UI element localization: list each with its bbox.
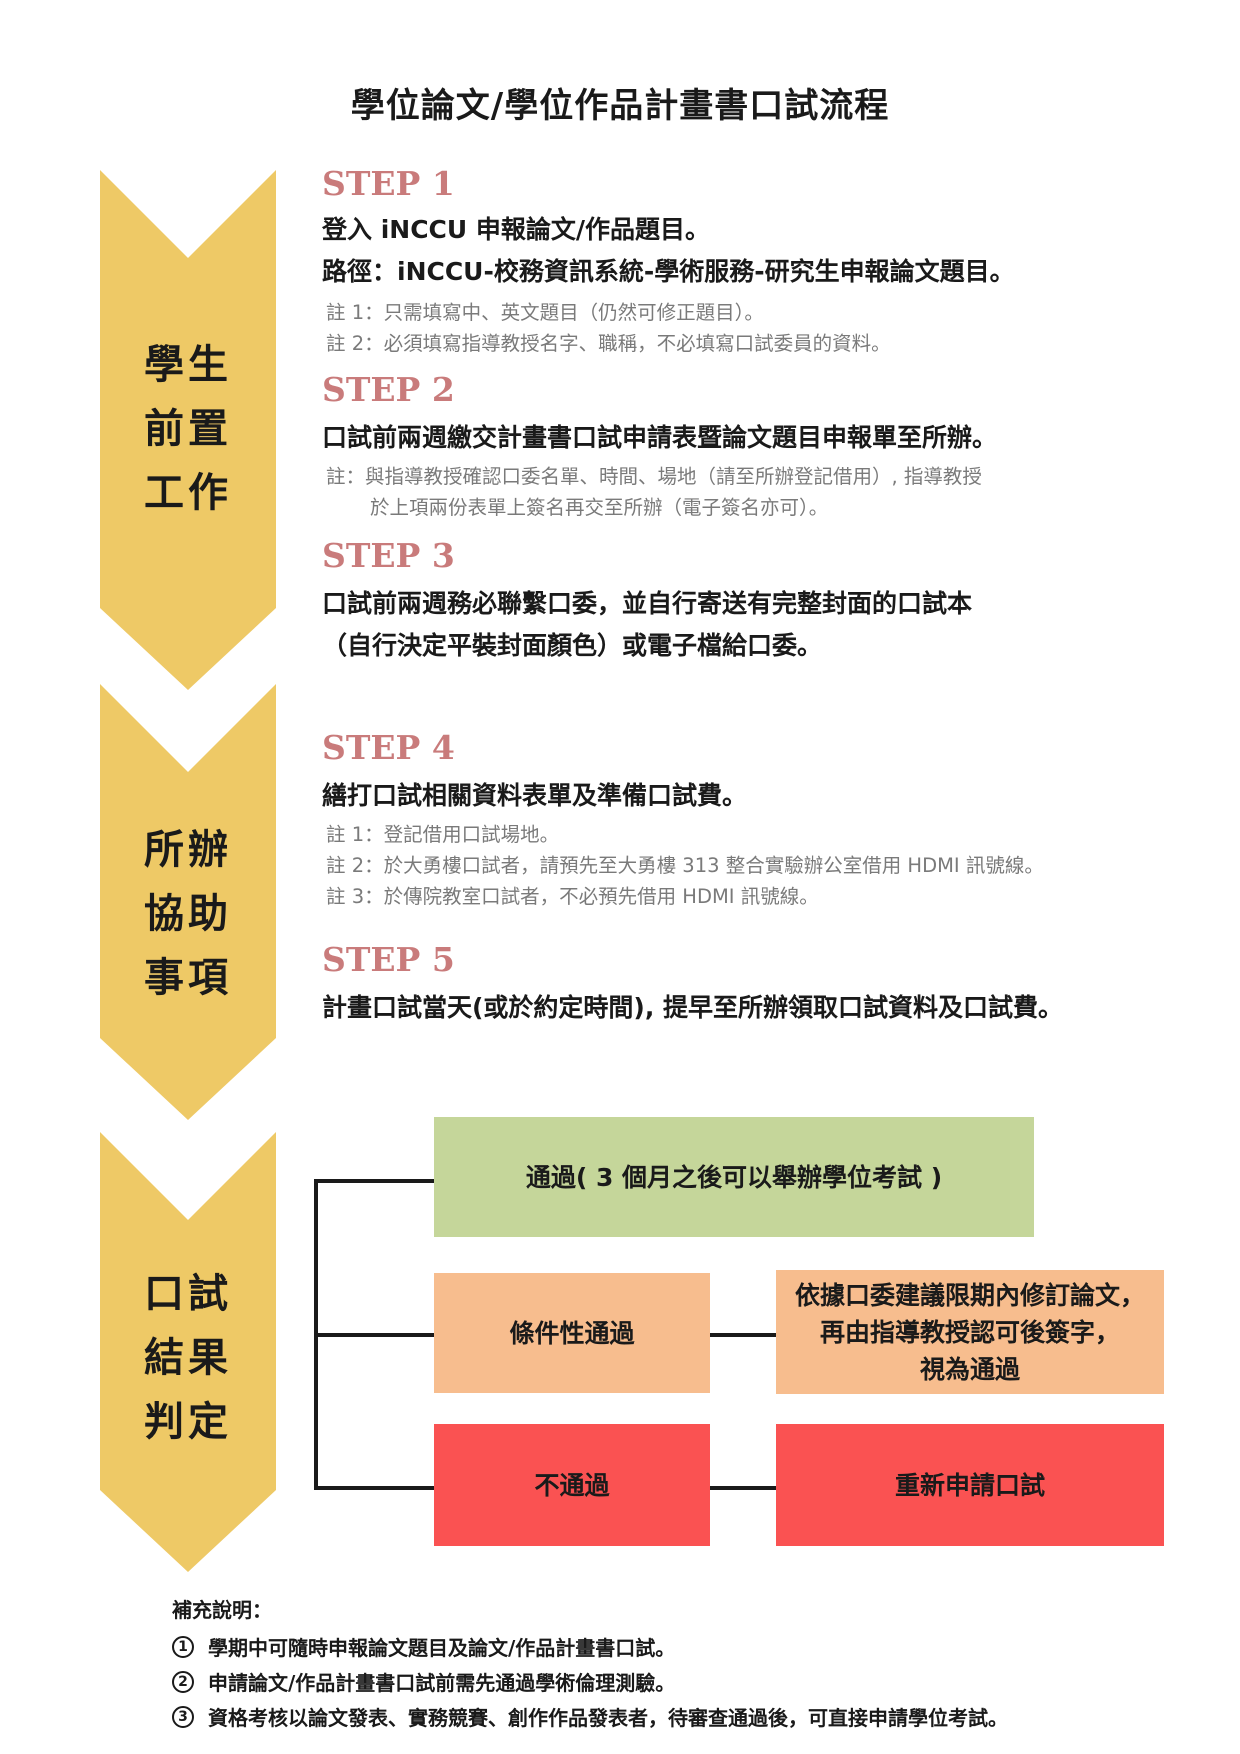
step-1-heading: STEP 1	[322, 164, 455, 203]
step-1-main-line: 路徑：iNCCU-校務資訊系統-學術服務-研究生申報論文題目。	[322, 257, 1015, 286]
connector-to-conditional	[314, 1333, 434, 1337]
step-5-main-line: 計畫口試當天(或於約定時間), 提早至所辦領取口試資料及口試費。	[322, 993, 1064, 1022]
step-3-heading: STEP 3	[322, 536, 455, 575]
result-pass-box: 通過( 3 個月之後可以舉辦學位考試 )	[434, 1117, 1034, 1237]
step-3-main-line: （自行決定平裝封面顏色）或電子檔給口委。	[322, 631, 823, 660]
phase-arrow-office	[100, 684, 276, 1120]
supplement-item-text: 學期中可隨時申報論文題目及論文/作品計畫書口試。	[208, 1636, 676, 1660]
followup-line: 視為通過	[919, 1354, 1020, 1384]
step-4-heading: STEP 4	[322, 728, 455, 767]
connector-fail-followup	[710, 1486, 776, 1490]
phase-arrow-result	[100, 1132, 276, 1572]
connector-conditional-followup	[710, 1333, 776, 1337]
step-4-note: 註 3：於傳院教室口試者，不必預先借用 HDMI 訊號線。	[326, 885, 819, 908]
supplement-item: 1 學期中可隨時申報論文題目及論文/作品計畫書口試。	[172, 1632, 675, 1661]
step-1-main-line: 登入 iNCCU 申報論文/作品題目。	[322, 215, 711, 244]
connector-to-pass	[314, 1179, 434, 1183]
result-fail-box: 不通過	[434, 1424, 710, 1546]
supplement-item-text: 申請論文/作品計畫書口試前需先通過學術倫理測驗。	[208, 1671, 676, 1695]
step-5-heading: STEP 5	[322, 940, 455, 979]
followup-line: 依據口委建議限期內修訂論文，	[794, 1280, 1145, 1310]
result-fail-followup-box: 重新申請口試	[776, 1424, 1164, 1546]
step-4-main-line: 繕打口試相關資料表單及準備口試費。	[322, 781, 748, 810]
circled-number-icon: 2	[172, 1670, 194, 1693]
phase-label-line: 所辦	[144, 827, 232, 873]
circled-number-icon: 1	[172, 1635, 194, 1658]
circled-number-icon: 3	[172, 1705, 194, 1728]
supplement-title: 補充說明：	[172, 1598, 272, 1622]
step-2-note: 註：與指導教授確認口委名單、時間、場地（請至所辦登記借用）, 指導教授	[326, 465, 982, 488]
phase-label-office: 所辦 協助 事項	[100, 818, 276, 1010]
phase-label-line: 學生	[144, 342, 232, 388]
phase-label-line: 判定	[144, 1399, 232, 1445]
step-4-note: 註 2：於大勇樓口試者，請預先至大勇樓 313 整合實驗辦公室借用 HDMI 訊…	[326, 854, 1044, 877]
result-conditional-box: 條件性通過	[434, 1273, 710, 1393]
step-2-heading: STEP 2	[322, 370, 455, 409]
phase-label-line: 協助	[144, 891, 232, 937]
phase-label-line: 口試	[144, 1271, 232, 1317]
supplement-item: 2 申請論文/作品計畫書口試前需先通過學術倫理測驗。	[172, 1667, 675, 1696]
supplement-item: 3 資格考核以論文發表、實務競賽、創作作品發表者，待審查通過後，可直接申請學位考…	[172, 1702, 1008, 1731]
phase-label-line: 前置	[144, 406, 232, 452]
step-2-note: 於上項兩份表單上簽名再交至所辦（電子簽名亦可）。	[370, 496, 829, 519]
step-1-note: 註 1：只需填寫中、英文題目（仍然可修正題目）。	[326, 301, 764, 324]
step-1-note: 註 2：必須填寫指導教授名字、職稱，不必填寫口試委員的資料。	[326, 332, 891, 355]
supplement-item-text: 資格考核以論文發表、實務競賽、創作作品發表者，待審查通過後，可直接申請學位考試。	[208, 1706, 1008, 1730]
page-title: 學位論文/學位作品計畫書口試流程	[350, 86, 890, 126]
result-conditional-followup-box: 依據口委建議限期內修訂論文， 再由指導教授認可後簽字， 視為通過	[776, 1270, 1164, 1394]
step-4-note: 註 1：登記借用口試場地。	[326, 823, 560, 846]
phase-label-result: 口試 結果 判定	[100, 1262, 276, 1454]
phase-label-line: 結果	[144, 1335, 232, 1381]
phase-arrow-preparation	[100, 170, 276, 690]
phase-label-preparation: 學生 前置 工作	[100, 333, 276, 525]
connector-to-fail	[314, 1486, 434, 1490]
phase-label-line: 工作	[144, 470, 232, 516]
step-3-main-line: 口試前兩週務必聯繫口委，並自行寄送有完整封面的口試本	[322, 589, 973, 618]
followup-line: 再由指導教授認可後簽字，	[819, 1317, 1120, 1347]
step-2-main-line: 口試前兩週繳交計畫書口試申請表暨論文題目申報單至所辦。	[322, 423, 998, 452]
phase-label-line: 事項	[144, 955, 232, 1001]
